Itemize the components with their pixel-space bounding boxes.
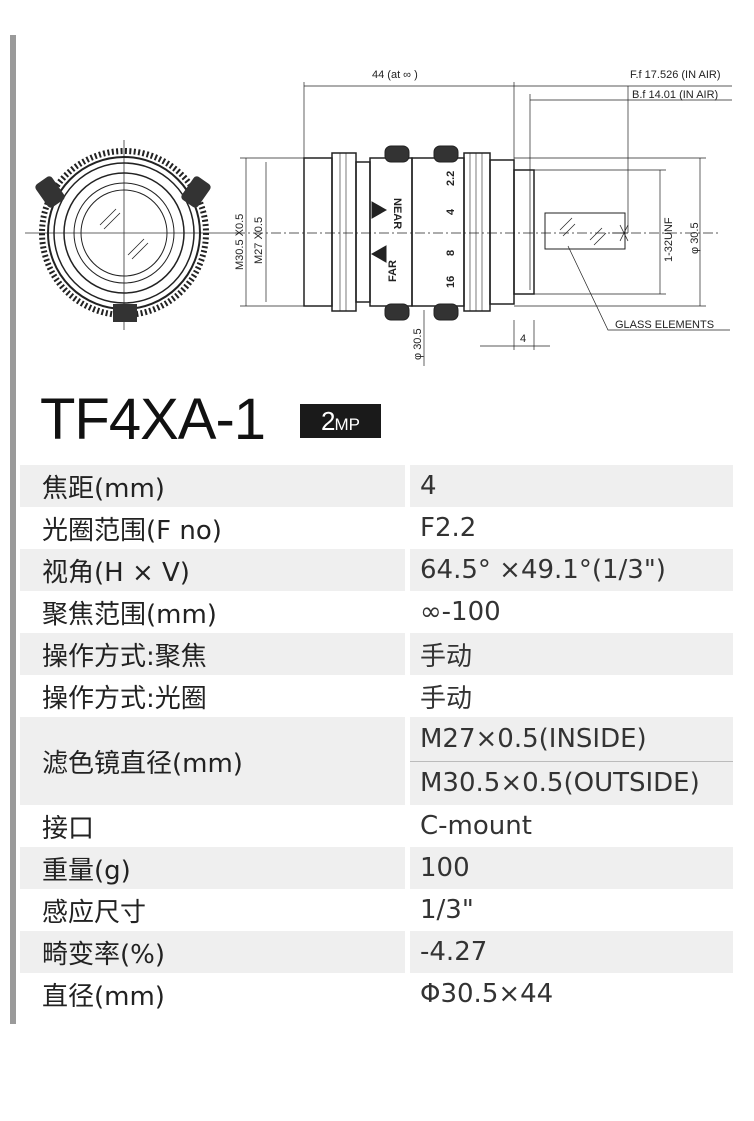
lens-side-view bbox=[235, 145, 730, 331]
spec-value: Φ30.5×44 bbox=[420, 979, 554, 1009]
spec-label: 聚焦范围(mm) bbox=[42, 599, 217, 630]
spec-label: 畸变率(%) bbox=[20, 931, 405, 973]
spec-row-mount: 接口 C-mount bbox=[20, 805, 733, 847]
spec-label: 光圈范围(F no) bbox=[42, 515, 222, 546]
spec-row-filter-diameter: 滤色镜直径(mm) M27×0.5(INSIDE) M30.5×0.5(OUTS… bbox=[20, 717, 733, 805]
spec-label: 滤色镜直径(mm) bbox=[20, 717, 405, 805]
spec-row-iris-operation: 操作方式:光圈 手动 bbox=[20, 675, 733, 717]
spec-value: 100 bbox=[410, 847, 733, 889]
spec-value: C-mount bbox=[420, 811, 532, 841]
spec-row-dimensions: 直径(mm) Φ30.5×44 bbox=[20, 973, 733, 1015]
glass-elements-label: GLASS ELEMENTS bbox=[615, 319, 714, 331]
spec-value: F2.2 bbox=[420, 513, 477, 543]
spec-row-sensor-size: 感应尺寸 1/3" bbox=[20, 889, 733, 931]
spec-row-aperture: 光圈范围(F no) F2.2 bbox=[20, 507, 733, 549]
far-label: FAR bbox=[387, 260, 399, 282]
scale-mark-1: 2.2 bbox=[445, 171, 457, 186]
spec-label: 感应尺寸 bbox=[42, 897, 147, 928]
spec-value-outside: M30.5×0.5(OUTSIDE) bbox=[420, 768, 700, 799]
dimension-lines bbox=[240, 82, 732, 366]
badge-small: MP bbox=[334, 415, 360, 434]
dim-diameter-right: φ 30.5 bbox=[689, 222, 701, 254]
spec-table: 焦距(mm) 4 光圈范围(F no) F2.2 视角(H × V) 64.5°… bbox=[20, 465, 733, 1015]
spec-value: ∞-100 bbox=[420, 597, 501, 627]
spec-row-focus-operation: 操作方式:聚焦 手动 bbox=[20, 633, 733, 675]
dim-mount-depth: 4 bbox=[520, 333, 526, 345]
spec-value-inside: M27×0.5(INSIDE) bbox=[410, 717, 733, 762]
spec-label: 操作方式:光圈 bbox=[42, 683, 207, 714]
spec-value: 1/3" bbox=[420, 895, 474, 925]
product-model-title: TF4XA-1 bbox=[40, 387, 266, 452]
spec-row-angle-of-view: 视角(H × V) 64.5° ×49.1°(1/3") bbox=[20, 549, 733, 591]
scale-mark-4: 16 bbox=[445, 276, 457, 288]
scale-mark-3: 8 bbox=[445, 250, 457, 256]
spec-value: -4.27 bbox=[410, 931, 733, 973]
spec-row-weight: 重量(g) 100 bbox=[20, 847, 733, 889]
spec-row-focal-length: 焦距(mm) 4 bbox=[20, 465, 733, 507]
spec-label: 接口 bbox=[42, 813, 95, 844]
lens-front-view bbox=[25, 140, 240, 330]
spec-value: 手动 bbox=[410, 633, 733, 675]
spec-label: 焦距(mm) bbox=[20, 465, 405, 507]
spec-label: 重量(g) bbox=[20, 847, 405, 889]
spec-label: 操作方式:聚焦 bbox=[20, 633, 405, 675]
spec-value: 64.5° ×49.1°(1/3") bbox=[410, 549, 733, 591]
near-label: NEAR bbox=[391, 198, 403, 229]
spec-value: 手动 bbox=[420, 683, 473, 714]
dim-diameter-bottom: φ 30.5 bbox=[412, 328, 424, 360]
dim-length: 44 (at ∞ ) bbox=[372, 69, 418, 81]
dim-flange-focal: F.f 17.526 (IN AIR) bbox=[630, 69, 720, 81]
dim-m30-thread: M30.5 X0.5 bbox=[234, 214, 246, 270]
spec-row-distortion: 畸变率(%) -4.27 bbox=[20, 931, 733, 973]
dim-mount-thread: 1-32UNF bbox=[663, 217, 675, 262]
lens-technical-drawing: 44 (at ∞ ) F.f 17.526 (IN AIR) B.f 14.01… bbox=[0, 50, 754, 380]
spec-label: 视角(H × V) bbox=[20, 549, 405, 591]
spec-value: M27×0.5(INSIDE) M30.5×0.5(OUTSIDE) bbox=[410, 717, 733, 805]
spec-label: 直径(mm) bbox=[42, 981, 165, 1012]
dim-m27-thread: M27 X0.5 bbox=[253, 217, 265, 264]
badge-main: 2 bbox=[321, 406, 336, 436]
dim-back-focal: B.f 14.01 (IN AIR) bbox=[632, 89, 718, 101]
spec-row-focus-range: 聚焦范围(mm) ∞-100 bbox=[20, 591, 733, 633]
spec-value: 4 bbox=[410, 465, 733, 507]
resolution-badge: 2MP bbox=[300, 404, 381, 438]
scale-mark-2: 4 bbox=[445, 208, 457, 215]
left-accent-bar bbox=[10, 35, 16, 1024]
